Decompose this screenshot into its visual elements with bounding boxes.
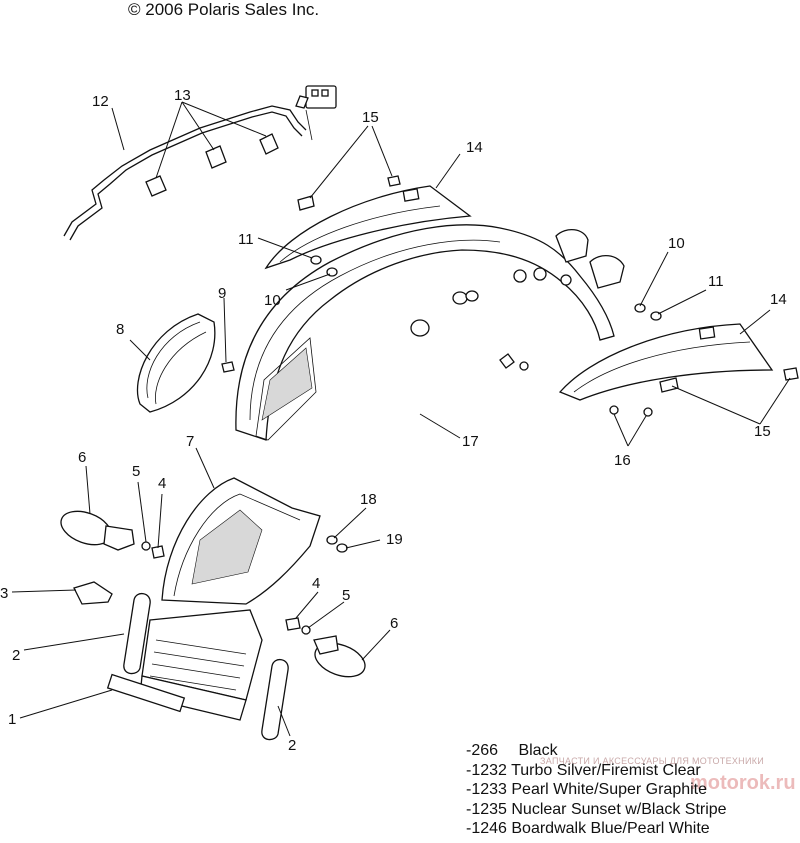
callout-17: 17 [462, 433, 479, 450]
nuts-16 [609, 405, 653, 417]
legend-code: -1233 [466, 781, 507, 798]
legend-row: -1232 Turbo Silver/Firemist Clear [466, 761, 727, 781]
legend-label: Nuclear Sunset w/Black Stripe [511, 800, 727, 818]
license-plate-bracket [106, 477, 321, 721]
callout-14-top: 14 [466, 139, 483, 156]
callout-19: 19 [386, 531, 403, 548]
nuts-18-19 [326, 535, 348, 553]
callout-6-left: 6 [78, 449, 86, 466]
legend-label: Pearl White/Super Graphite [511, 781, 708, 798]
callout-6-right: 6 [390, 615, 398, 632]
callout-12: 12 [92, 93, 109, 110]
callout-15-top: 15 [362, 109, 379, 126]
callout-13: 13 [174, 87, 191, 104]
fender-trim-right [558, 323, 774, 401]
callout-1: 1 [8, 711, 16, 728]
callout-16: 16 [614, 452, 631, 469]
watermark-logo: motorok.ru [690, 772, 796, 794]
callout-14-right: 14 [770, 291, 787, 308]
legend-label: Boardwalk Blue/Pearl White [511, 820, 710, 837]
callout-labels: 12 13 15 14 11 10 9 8 10 11 14 15 16 17 … [0, 87, 787, 754]
callout-11-left: 11 [238, 231, 254, 248]
legend-label: Turbo Silver/Firemist Clear [511, 761, 701, 779]
callout-2-left: 2 [12, 647, 20, 664]
bolts-15 [297, 175, 799, 393]
wire-harness [63, 85, 337, 241]
callout-7: 7 [186, 433, 194, 450]
reflector-3 [73, 581, 113, 605]
watermark-text: ЗАПЧАСТИ И АКСЕССУАРЫ ДЛЯ МОТОТЕХНИКИ [540, 756, 765, 766]
callout-18: 18 [360, 491, 377, 508]
legend-code: -1232 [466, 761, 507, 779]
callout-5-right: 5 [342, 587, 350, 604]
legend-row: -1233 Pearl White/Super Graphite [466, 780, 727, 800]
copyright-text: © 2006 Polaris Sales Inc. [128, 0, 320, 19]
callout-4-right: 4 [312, 575, 320, 592]
reflectors-2 [123, 593, 289, 741]
legend-row: -266 Black [466, 741, 727, 761]
fender-trim-left [264, 185, 472, 270]
callout-8: 8 [116, 321, 124, 338]
legend-code: -1246 [466, 820, 507, 837]
legend-label: Black [518, 742, 558, 759]
callout-5-left: 5 [132, 463, 140, 480]
callout-10-right: 10 [668, 235, 685, 252]
leader-lines [11, 101, 791, 737]
callout-4-left: 4 [158, 475, 166, 492]
callout-2-right: 2 [288, 737, 296, 754]
callout-3: 3 [0, 585, 8, 602]
legend-row: -1246 Boardwalk Blue/Pearl White [466, 819, 727, 839]
callout-10-left: 10 [264, 292, 281, 309]
legend-code: -1235 [466, 800, 507, 818]
callout-11-right: 11 [708, 273, 724, 290]
rear-fender [235, 224, 625, 441]
callout-9: 9 [218, 285, 226, 302]
color-code-legend: -266 Black -1232 Turbo Silver/Firemist C… [466, 741, 727, 839]
turn-signal-right [285, 617, 366, 678]
legend-row: -1235 Nuclear Sunset w/Black Stripe [466, 800, 727, 820]
turn-signal-left [60, 510, 165, 559]
harness-clips [145, 133, 279, 197]
side-lens-cover [136, 313, 235, 413]
callout-15-right: 15 [754, 423, 771, 440]
legend-code: -266 [466, 742, 499, 759]
